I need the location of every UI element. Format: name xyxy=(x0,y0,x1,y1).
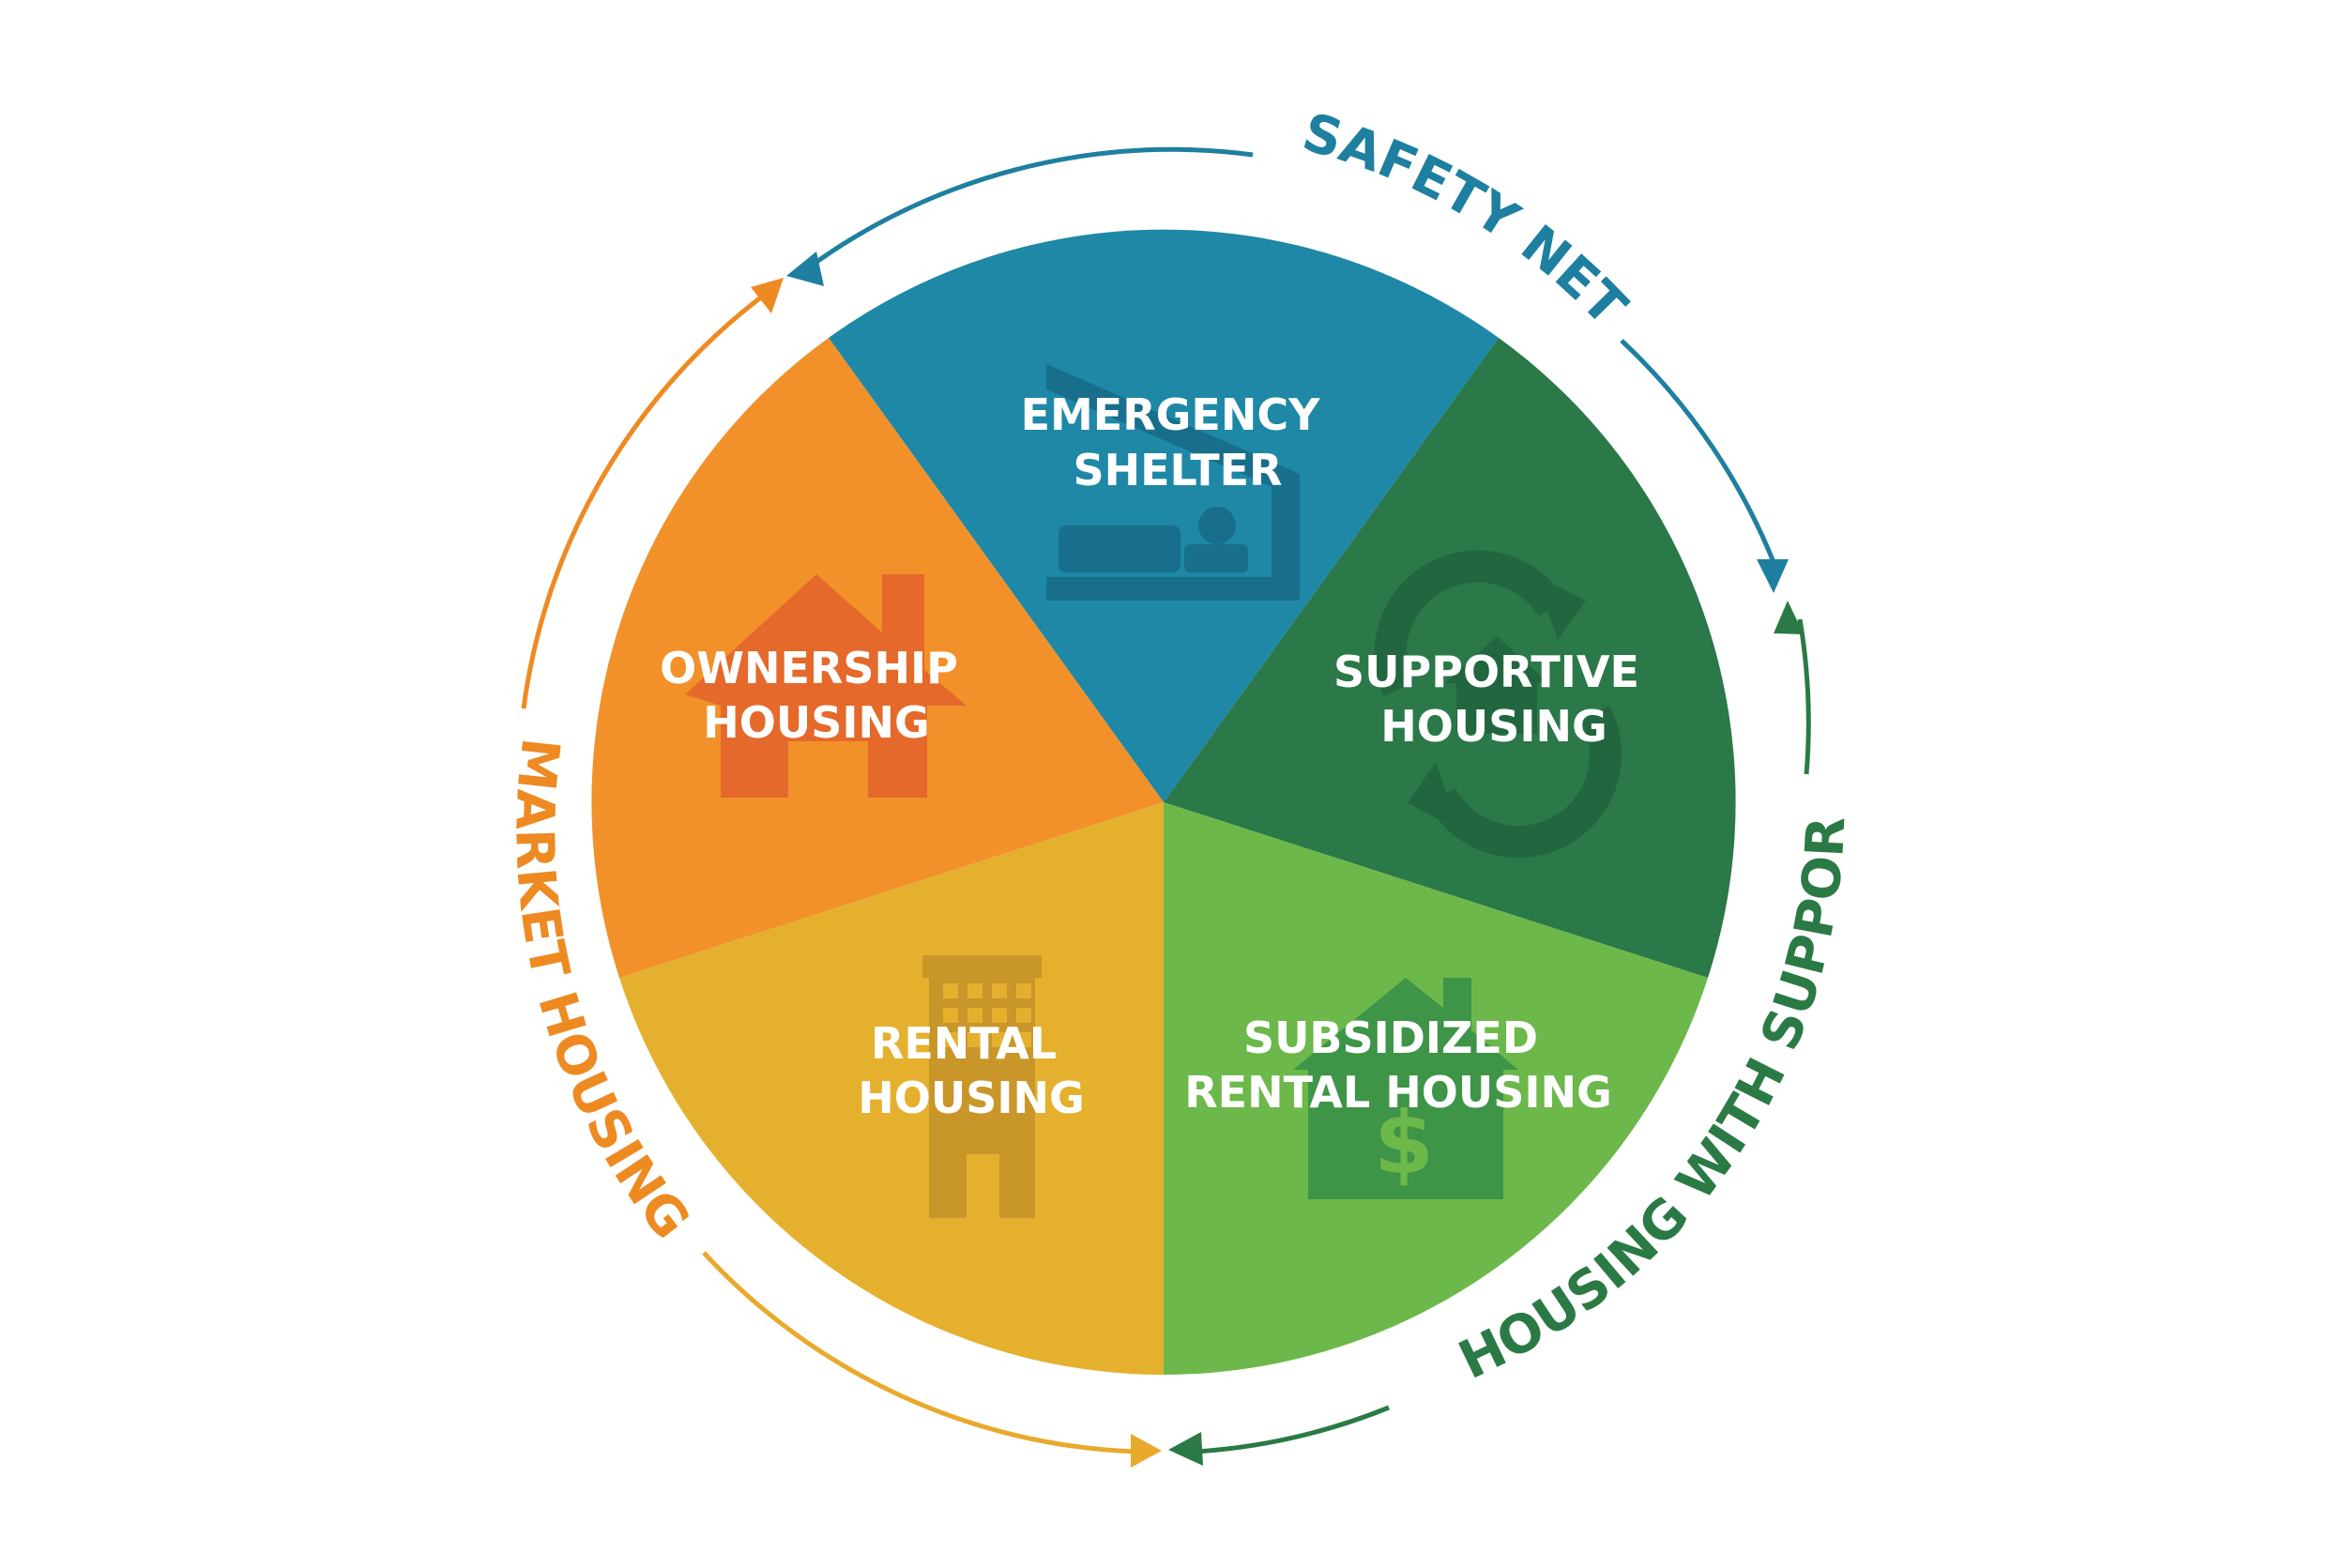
market-bottom-connector xyxy=(702,1251,1136,1454)
market-arrowhead-top xyxy=(751,278,784,313)
label-supportive-housing: SUPPORTIVE HOUSING xyxy=(1333,647,1654,752)
segment-labels: EMERGENCY SHELTER SUPPORTIVE HOUSING SUB… xyxy=(660,389,1654,1123)
market-arrowhead-bottom xyxy=(1131,1434,1162,1468)
safety-net-arrowhead-right xyxy=(1757,559,1789,593)
label-emergency-shelter: EMERGENCY SHELTER xyxy=(1021,389,1335,495)
building-windows xyxy=(943,983,1031,1047)
dollar-sign: $ xyxy=(1374,1093,1434,1194)
market-housing-arc xyxy=(521,288,771,709)
label-rental-housing: RENTAL HOUSING xyxy=(858,1018,1084,1123)
bed-shelter-icon xyxy=(1046,364,1300,601)
segment-rental-housing xyxy=(619,802,1164,1375)
house-dollar-icon xyxy=(1293,978,1518,1199)
safety-net-arc xyxy=(800,146,1781,575)
supports-arrowhead-bottom xyxy=(1168,1432,1203,1466)
cycle-house-icon xyxy=(1374,550,1622,859)
house-icon xyxy=(685,574,967,798)
segment-emergency-shelter xyxy=(829,229,1499,803)
label-ownership-housing: OWNERSHIP HOUSING xyxy=(660,643,973,748)
label-subsidized-rental-housing: SUBSIDIZED RENTAL HOUSING xyxy=(1184,1012,1612,1118)
safety-net-arrowhead-left xyxy=(786,251,824,286)
supports-arrowhead-top xyxy=(1774,601,1804,634)
